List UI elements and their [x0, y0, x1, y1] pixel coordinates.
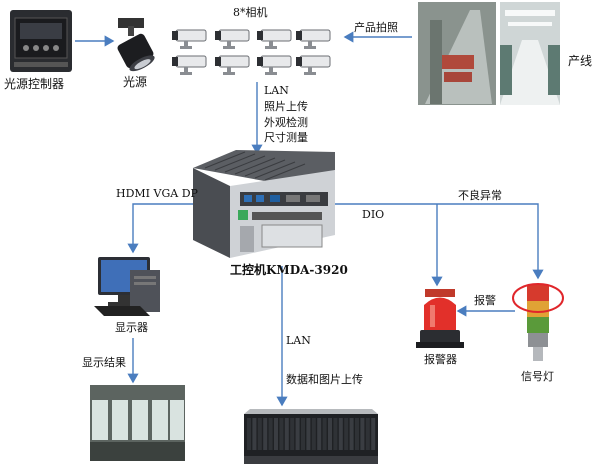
- production-line-photos: [418, 2, 560, 105]
- drive-bay: [247, 418, 251, 450]
- drive-bay: [295, 418, 300, 450]
- drive-bay: [365, 418, 370, 450]
- storage-server-device: [244, 409, 378, 464]
- drive-bay: [344, 418, 349, 450]
- drive-bay: [290, 418, 295, 450]
- drive-bay: [371, 418, 376, 450]
- production-line-label: 产线: [568, 54, 593, 68]
- cameras-label: 8*相机: [233, 6, 268, 19]
- drive-bay: [349, 418, 354, 450]
- ipc-label: 工控机KMDA-3920: [230, 263, 348, 277]
- arrow-dio-branch: [320, 203, 544, 280]
- dio-label: DIO: [362, 208, 385, 221]
- appearance-check-label: 外观检测: [264, 116, 308, 129]
- drive-bay: [279, 418, 284, 450]
- alarm-device: [416, 289, 464, 348]
- drive-bay: [322, 418, 327, 450]
- monitor-device: [94, 257, 160, 316]
- lan-bottom-label: LAN: [286, 334, 311, 347]
- signal-light-device: [512, 283, 564, 361]
- drive-bay: [338, 418, 343, 450]
- drive-bay: [284, 418, 289, 450]
- arrow-ipc-to-monitor: [127, 203, 193, 254]
- camera-icon: [215, 29, 250, 49]
- data-upload-label: 数据和图片上传: [286, 373, 363, 386]
- result-screen-photo: [90, 385, 185, 461]
- signal-light-label: 信号灯: [521, 370, 554, 383]
- lan-top-label: LAN: [264, 84, 289, 97]
- camera-icon: [257, 55, 292, 75]
- drive-bay: [274, 418, 278, 450]
- drive-bay: [252, 418, 257, 450]
- show-result-label: 显示结果: [82, 356, 126, 369]
- camera-icon: [215, 55, 250, 75]
- drive-bay: [360, 418, 365, 450]
- drive-bay: [306, 418, 311, 450]
- alarm-device-label: 报警器: [424, 353, 457, 366]
- defect-label: 不良异常: [458, 189, 502, 202]
- alarm-arrow-label: 报警: [474, 294, 496, 307]
- product-photo-label: 产品拍照: [354, 21, 398, 34]
- camera-icon: [296, 29, 331, 49]
- monitor-label: 显示器: [115, 321, 148, 334]
- camera-icon: [172, 29, 207, 49]
- light-source-device: [117, 18, 155, 72]
- drive-bay: [301, 418, 305, 450]
- size-measure-label: 尺寸测量: [264, 131, 308, 144]
- display-ports-label: HDMI VGA DP: [116, 187, 198, 200]
- camera-icon: [257, 29, 292, 49]
- drive-bay: [317, 418, 322, 450]
- camera-array: [172, 29, 331, 75]
- drive-bay: [263, 418, 268, 450]
- drive-bay: [268, 418, 273, 450]
- drive-bay: [328, 418, 332, 450]
- camera-icon: [172, 55, 207, 75]
- light-controller-device: [10, 10, 72, 72]
- drive-bay: [355, 418, 359, 450]
- drive-bay: [311, 418, 316, 450]
- light-source-label: 光源: [123, 75, 148, 89]
- drive-bay: [257, 418, 262, 450]
- light-controller-label: 光源控制器: [4, 77, 65, 91]
- industrial-pc-device: [193, 150, 335, 258]
- camera-icon: [296, 55, 331, 75]
- upload-photo-label: 照片上传: [264, 100, 308, 113]
- drive-bay: [333, 418, 338, 450]
